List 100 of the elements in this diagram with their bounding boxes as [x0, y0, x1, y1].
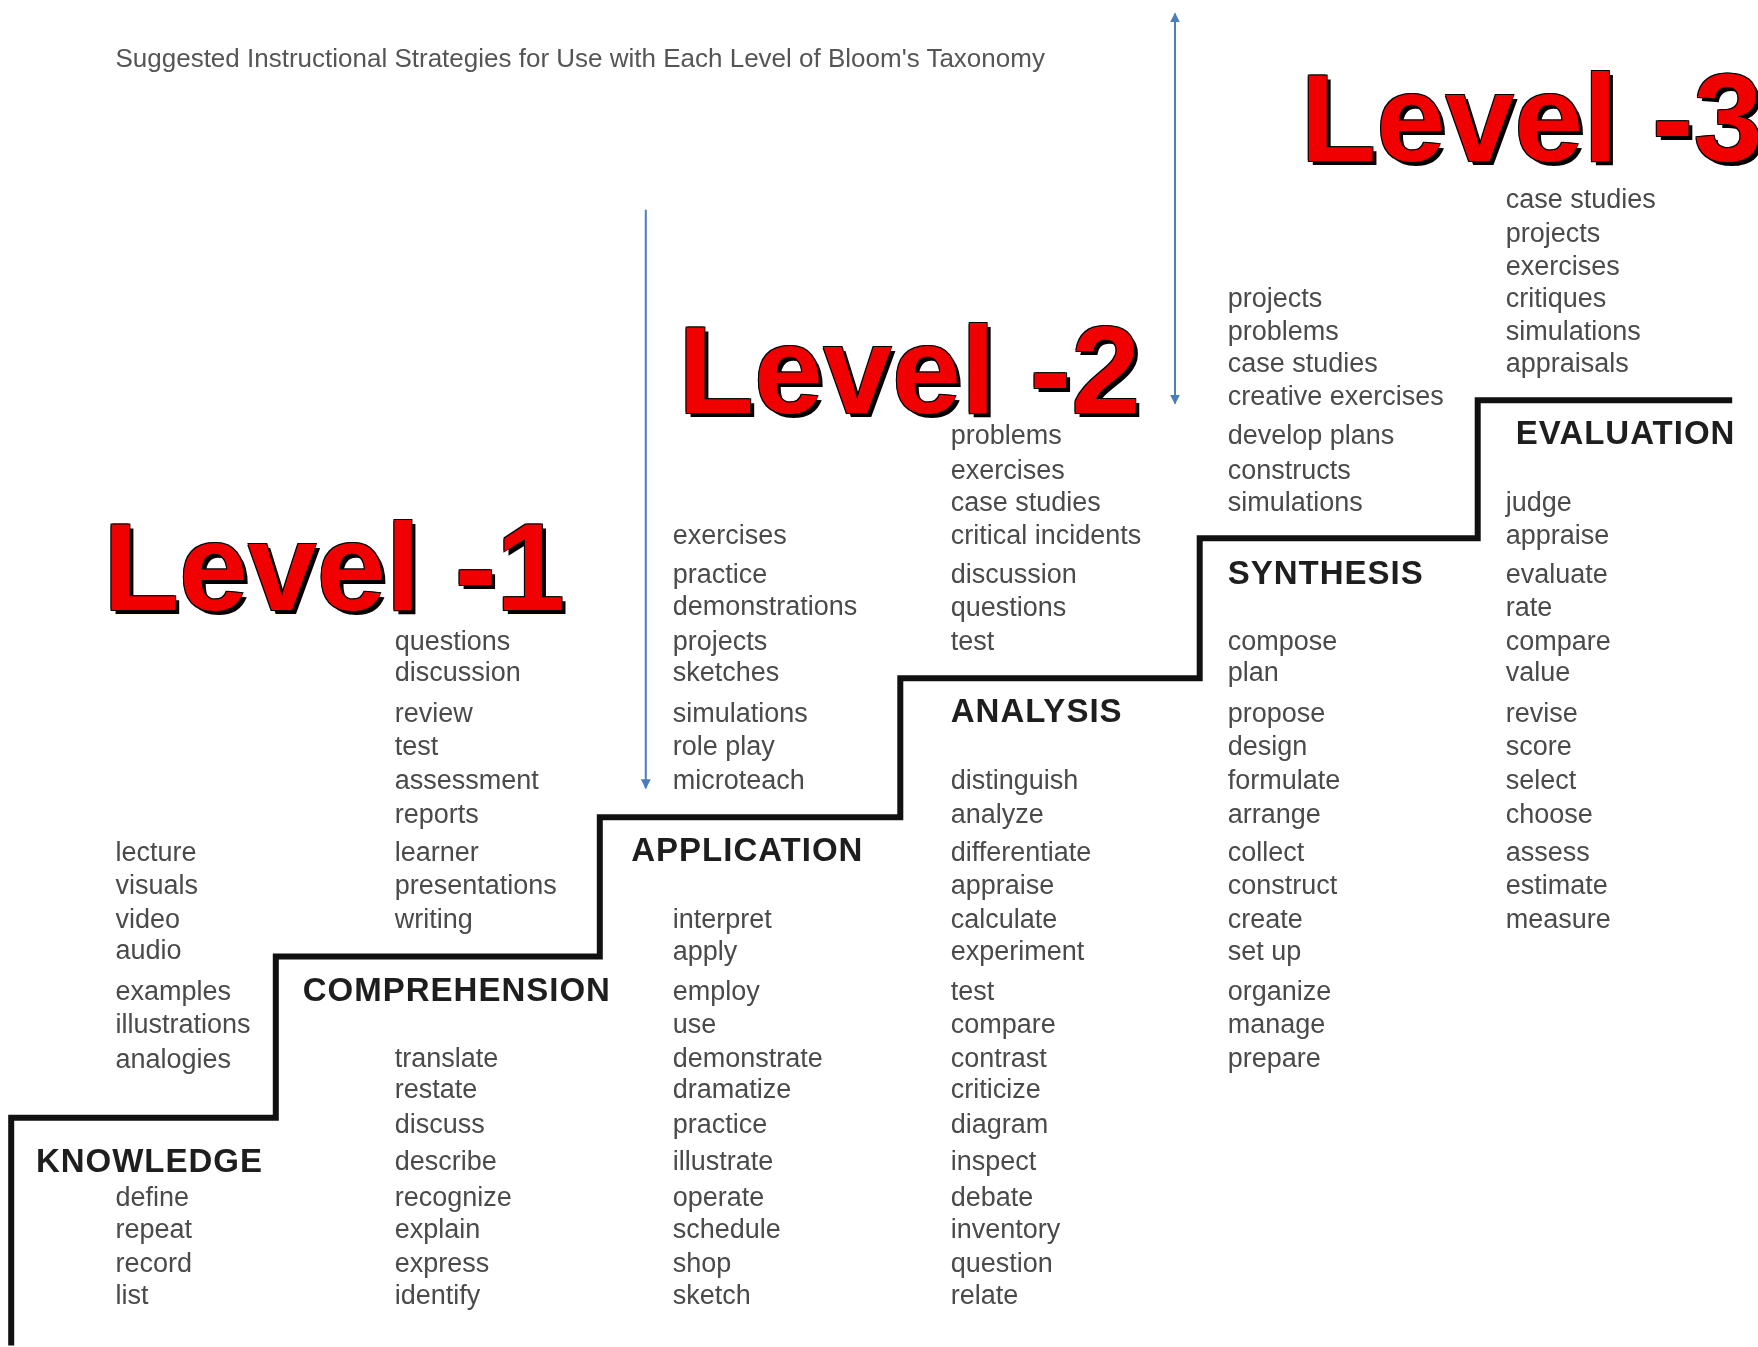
list-item: discussion: [394, 659, 521, 687]
list-item: differentiate: [950, 838, 1092, 866]
list-item: develop plans: [1227, 421, 1395, 449]
list-item: score: [1505, 733, 1572, 761]
list-item: translate: [394, 1044, 499, 1072]
list-item: shop: [672, 1250, 732, 1278]
list-item: test: [394, 733, 439, 761]
list-item: formulate: [1227, 766, 1341, 794]
list-item: constructs: [1227, 457, 1351, 485]
list-item: visuals: [115, 872, 198, 900]
list-item: learner: [394, 838, 479, 866]
list-item: reports: [394, 800, 479, 828]
list-item: demonstrate: [672, 1044, 823, 1072]
list-item: express: [394, 1250, 490, 1278]
list-item: analogies: [115, 1046, 232, 1074]
list-item: prepare: [1227, 1044, 1321, 1072]
list-item: plan: [1227, 659, 1279, 687]
list-item: projects: [1505, 219, 1601, 247]
list-item: case studies: [1505, 186, 1656, 214]
list-item: construct: [1227, 872, 1338, 900]
list-item: operate: [672, 1183, 765, 1211]
list-item: measure: [1505, 905, 1611, 933]
list-item: set up: [1227, 938, 1302, 966]
list-item: appraise: [950, 872, 1055, 900]
list-item: role play: [672, 733, 775, 761]
list-item: create: [1227, 905, 1303, 933]
list-item: interpret: [672, 905, 772, 933]
list-item: contrast: [950, 1044, 1047, 1072]
list-item: compare: [1505, 627, 1611, 655]
level-heading: COMPREHENSION: [302, 973, 611, 1007]
list-item: problems: [1227, 318, 1339, 346]
list-item: restate: [394, 1076, 478, 1104]
list-item: illustrations: [115, 1011, 251, 1039]
list-item: recognize: [394, 1183, 512, 1211]
list-item: audio: [115, 937, 182, 965]
list-item: explain: [394, 1216, 481, 1244]
list-item: collect: [1227, 838, 1305, 866]
list-item: manage: [1227, 1011, 1326, 1039]
list-item: presentations: [394, 872, 557, 900]
list-item: apply: [672, 938, 738, 966]
list-item: identify: [394, 1281, 481, 1309]
list-item: exercises: [672, 522, 787, 550]
list-item: writing: [394, 905, 473, 933]
diagram-title: Suggested Instructional Strategies for Use with Each Level of Bloom's Taxonomy: [115, 44, 1045, 71]
level-heading: APPLICATION: [631, 833, 864, 867]
list-item: illustrate: [672, 1148, 774, 1176]
list-item: discussion: [950, 560, 1077, 588]
list-item: rate: [1505, 594, 1553, 622]
list-item: estimate: [1505, 872, 1608, 900]
list-item: debate: [950, 1183, 1034, 1211]
list-item: video: [115, 905, 180, 933]
list-item: value: [1505, 659, 1571, 687]
list-item: criticize: [950, 1076, 1041, 1104]
list-item: design: [1227, 733, 1308, 761]
list-item: dramatize: [672, 1076, 792, 1104]
list-item: demonstrations: [672, 593, 858, 621]
list-item: simulations: [1505, 318, 1641, 346]
list-item: assessment: [394, 766, 539, 794]
list-item: microteach: [672, 766, 805, 794]
list-item: practice: [672, 1111, 768, 1139]
list-item: exercises: [950, 457, 1065, 485]
list-item: compose: [1227, 627, 1338, 655]
level-heading: SYNTHESIS: [1227, 556, 1424, 590]
list-item: appraisals: [1505, 349, 1629, 377]
list-item: review: [394, 699, 473, 727]
list-item: organize: [1227, 977, 1332, 1005]
list-item: choose: [1505, 800, 1593, 828]
list-item: appraise: [1505, 522, 1610, 550]
list-item: practice: [672, 560, 768, 588]
list-item: schedule: [672, 1216, 781, 1244]
level-label: Level -1: [103, 504, 565, 629]
list-item: evaluate: [1505, 560, 1608, 588]
list-item: use: [672, 1011, 717, 1039]
list-item: select: [1505, 766, 1577, 794]
list-item: questions: [394, 627, 511, 655]
list-item: lecture: [115, 838, 197, 866]
list-item: employ: [672, 977, 760, 1005]
list-item: define: [115, 1183, 190, 1211]
list-item: compare: [950, 1011, 1056, 1039]
list-item: repeat: [115, 1216, 193, 1244]
list-item: simulations: [1227, 488, 1363, 516]
level-heading: ANALYSIS: [950, 694, 1123, 727]
list-item: case studies: [1227, 349, 1378, 377]
list-item: distinguish: [950, 766, 1079, 794]
list-item: record: [115, 1250, 192, 1278]
list-item: sketch: [672, 1281, 751, 1309]
list-item: describe: [394, 1148, 497, 1176]
list-item: question: [950, 1250, 1053, 1278]
list-item: inspect: [950, 1148, 1037, 1176]
level-heading: EVALUATION: [1515, 415, 1736, 449]
list-item: analyze: [950, 800, 1044, 828]
list-item: arrange: [1227, 800, 1321, 828]
list-item: calculate: [950, 905, 1058, 933]
list-item: sketches: [672, 659, 780, 687]
list-item: propose: [1227, 699, 1326, 727]
list-item: projects: [672, 627, 768, 655]
list-item: relate: [950, 1281, 1019, 1309]
list-item: list: [115, 1281, 149, 1309]
list-item: judge: [1505, 488, 1572, 516]
list-item: examples: [115, 977, 232, 1005]
